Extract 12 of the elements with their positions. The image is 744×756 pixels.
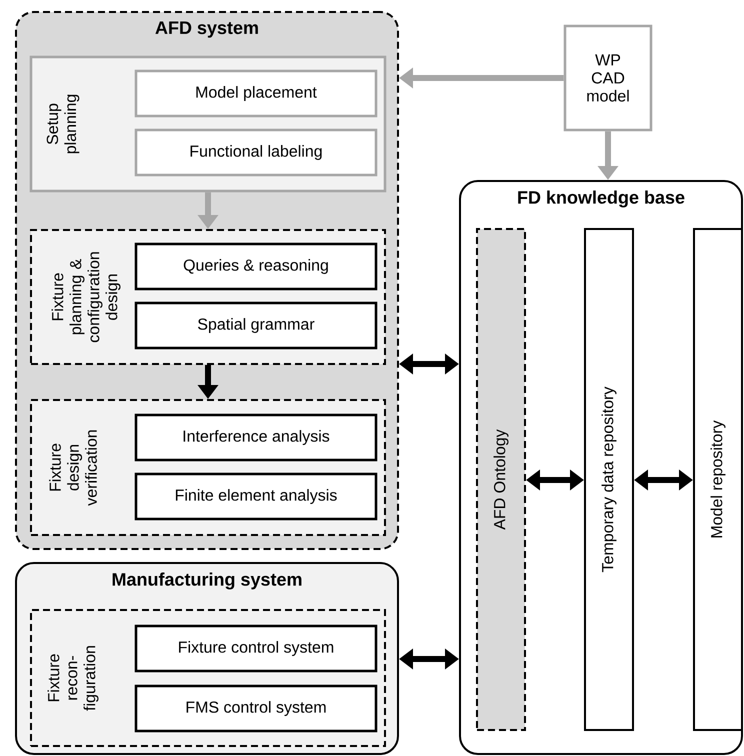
process-box: Finite element analysis <box>134 472 378 520</box>
process-box: FMS control system <box>134 684 378 732</box>
process-box: Model placement <box>134 70 378 118</box>
process-box: Interference analysis <box>134 414 378 462</box>
input-box: WP CAD model <box>564 24 652 132</box>
process-box: Functional labeling <box>134 128 378 176</box>
process-box: Queries & reasoning <box>134 242 378 290</box>
process-box: Fixture control system <box>134 624 378 672</box>
repository-bar: Temporary data repository <box>584 228 634 731</box>
process-box: Spatial grammar <box>134 302 378 350</box>
repository-bar: Model repository <box>693 228 743 731</box>
repository-bar: AFD Ontology <box>476 228 526 731</box>
